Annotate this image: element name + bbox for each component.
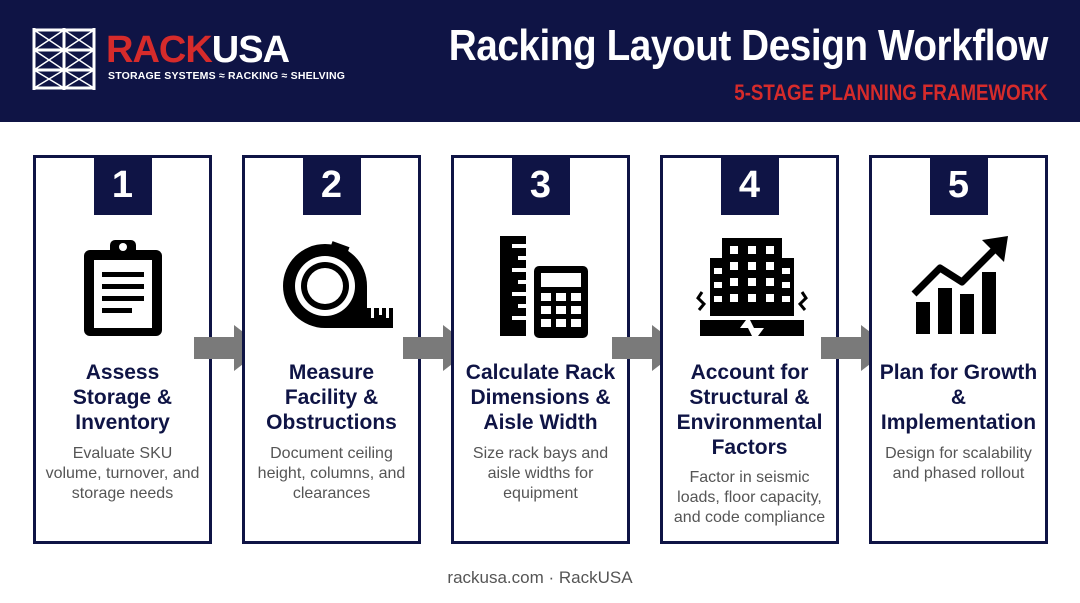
stage-number: 5 [929, 155, 988, 215]
stage-title: Plan for Growth & Implementation [879, 361, 1038, 434]
stage-description: Document ceiling height, columns, and cl… [257, 445, 406, 502]
logo-tagline: STORAGE SYSTEMS ≈ RACKING ≈ SHELVING [108, 70, 346, 82]
building-seismic-icon [696, 238, 808, 336]
stage-title: Measure Facility & Obstructions [266, 361, 397, 434]
logo-brand-rack: RACK [106, 29, 213, 71]
header-banner: RACKUSA STORAGE SYSTEMS ≈ RACKING ≈ SHEL… [0, 0, 1080, 122]
logo-wordmark: RACKUSA [106, 29, 290, 71]
stage-number: 1 [93, 155, 152, 215]
stage-card-2: 2 Measure Facility & Obstructions Docume… [242, 155, 421, 544]
footer-credit: rackusa.com · RackUSA [447, 568, 633, 587]
stage-card-5: 5 Plan for Growth & Implementation Desig… [869, 155, 1048, 544]
stage-card-3: 3 Calculate Rack Dimensions & Aisle Widt… [451, 155, 630, 544]
stage-title: Assess Storage & Inventory [72, 361, 173, 434]
page-subtitle: 5-STAGE PLANNING FRAMEWORK [734, 80, 1048, 105]
stage-title: Account for Structural & Environmental F… [676, 361, 823, 459]
rack-logo-icon [32, 28, 96, 90]
stage-card-4: 4 Account for Structural & Environmental… [660, 155, 839, 544]
stage-description: Factor in seismic loads, floor capacity,… [673, 469, 826, 526]
tape-measure-icon [283, 241, 393, 328]
stage-description: Design for scalability and phased rollou… [885, 445, 1032, 482]
logo-brand-usa: USA [211, 29, 290, 71]
growth-chart-icon [911, 236, 1008, 334]
stage-card-1: 1 Assess Storage & Inventory Evaluate SK… [33, 155, 212, 544]
stage-number: 4 [720, 155, 779, 215]
page-title: Racking Layout Design Workflow [448, 21, 1049, 70]
stage-description: Size rack bays and aisle widths for equi… [472, 445, 609, 502]
stage-number: 3 [511, 155, 570, 215]
rackusa-logo: RACKUSA STORAGE SYSTEMS ≈ RACKING ≈ SHEL… [30, 24, 345, 94]
stage-number: 2 [302, 155, 361, 215]
stage-title: Calculate Rack Dimensions & Aisle Width [465, 361, 616, 434]
stage-description: Evaluate SKU volume, turnover, and stora… [45, 445, 200, 502]
ruler-calculator-icon [500, 236, 588, 338]
clipboard-icon [84, 240, 162, 336]
